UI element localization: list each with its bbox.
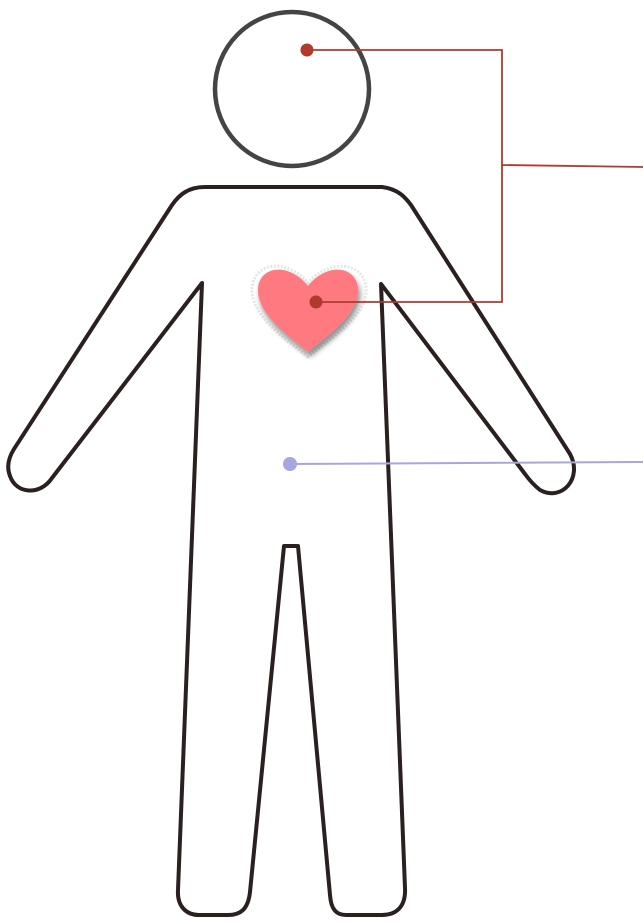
head-icon xyxy=(215,12,369,166)
callout-marker-head xyxy=(301,44,314,57)
heart-icon xyxy=(252,266,366,357)
callout-marker-torso xyxy=(283,457,297,471)
callout-connector-head-heart xyxy=(307,50,643,302)
callout-connector-torso xyxy=(290,462,643,464)
callout-marker-heart xyxy=(310,296,323,309)
